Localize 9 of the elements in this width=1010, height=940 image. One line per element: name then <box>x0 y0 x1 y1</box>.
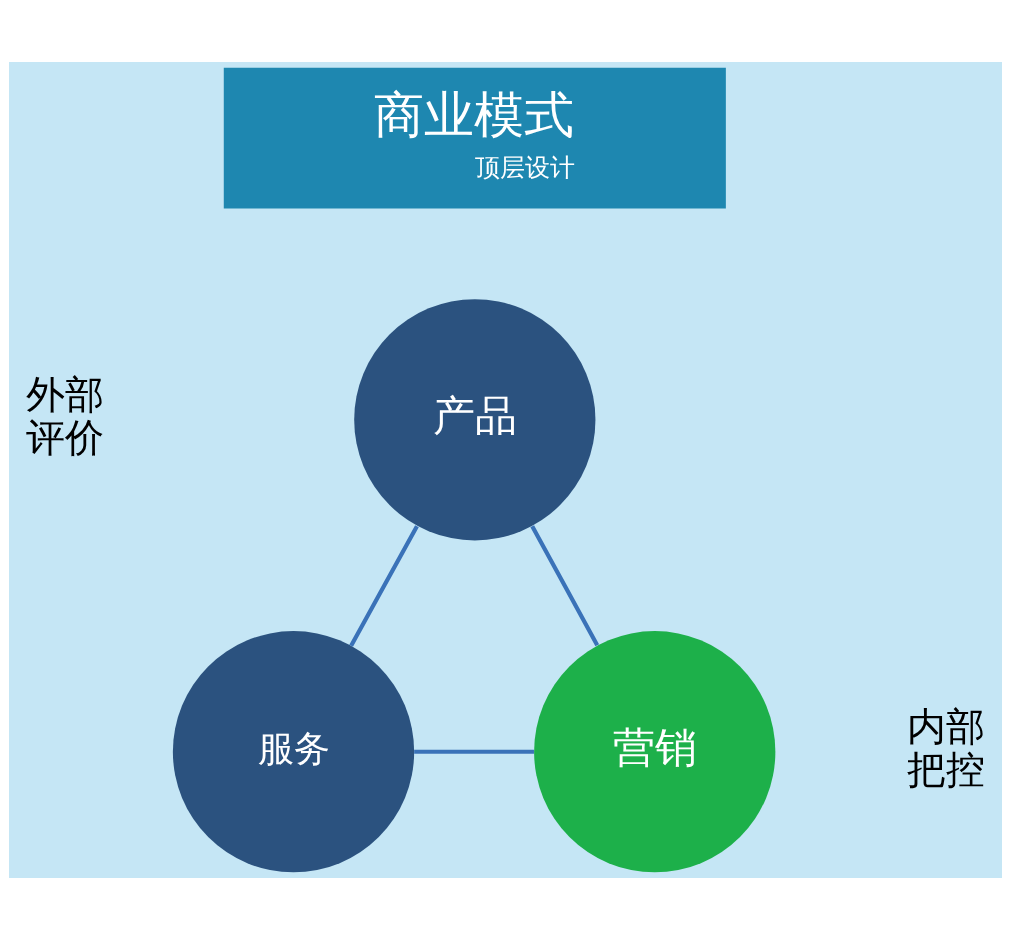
node-circle: 服务 <box>172 631 414 873</box>
connector <box>413 749 534 754</box>
node-circle: 营销 <box>533 631 775 873</box>
node-circle: 产品 <box>353 299 595 541</box>
connector <box>348 525 419 647</box>
node-box: 商业模式 顶层设计 <box>223 67 726 209</box>
connector <box>529 525 599 647</box>
label: 内部把控 <box>906 703 985 792</box>
label: 外部评价 <box>25 371 104 461</box>
